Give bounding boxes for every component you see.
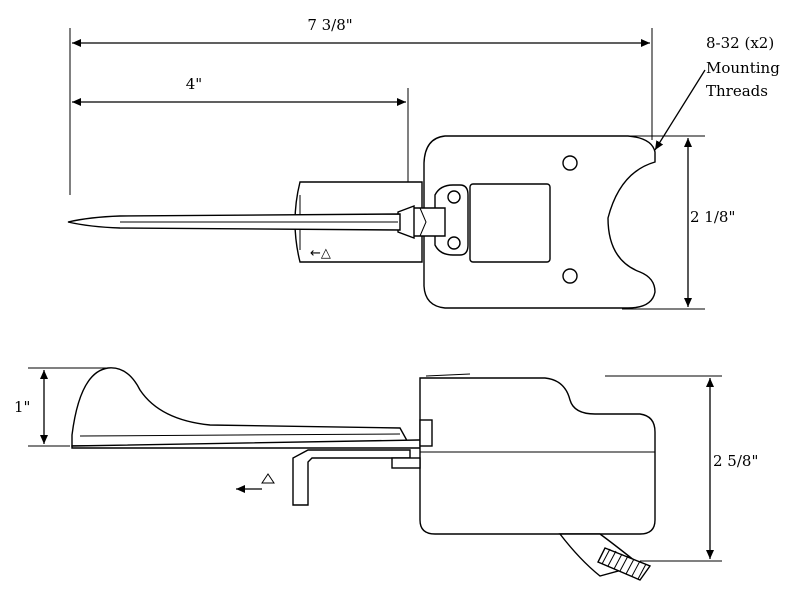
threaded-stud	[597, 547, 652, 581]
blade-holder	[409, 207, 446, 237]
blade-clamp	[434, 184, 469, 256]
width-label: 2 1/8"	[690, 208, 735, 226]
callout-thread-spec: 8-32 (x2)	[706, 34, 774, 52]
clamp-screw-bottom	[447, 236, 461, 250]
side-bracket-screw	[391, 457, 421, 469]
mounting-hole-bottom	[562, 268, 578, 284]
side-direction-triangle	[261, 473, 275, 484]
blade-height-label: 1"	[14, 398, 30, 416]
callout-leader	[654, 69, 706, 151]
top-direction-mark: ←△	[310, 246, 331, 261]
side-clamp-block	[419, 419, 433, 447]
callout-threads: Threads	[706, 82, 768, 100]
overall-length-label: 7 3/8"	[307, 16, 352, 34]
side-blade-guard	[71, 367, 412, 447]
side-housing-top-clip	[425, 373, 471, 377]
side-height-label: 2 5/8"	[713, 452, 758, 470]
blade-holder-detail	[419, 207, 427, 237]
side-blade-edge	[79, 433, 401, 437]
clamp-screw-top	[447, 190, 461, 204]
top-view: 7 3/8" 4" 2 1/8" 8-32 (x2) Mounting Thre…	[67, 16, 780, 310]
side-housing	[419, 377, 656, 535]
blade-length-label: 4"	[186, 75, 202, 93]
side-view: 1" 2 5/8"	[14, 367, 758, 581]
plate-window	[469, 183, 551, 263]
mounting-hole-top	[562, 155, 578, 171]
callout-mounting: Mounting	[706, 59, 780, 77]
